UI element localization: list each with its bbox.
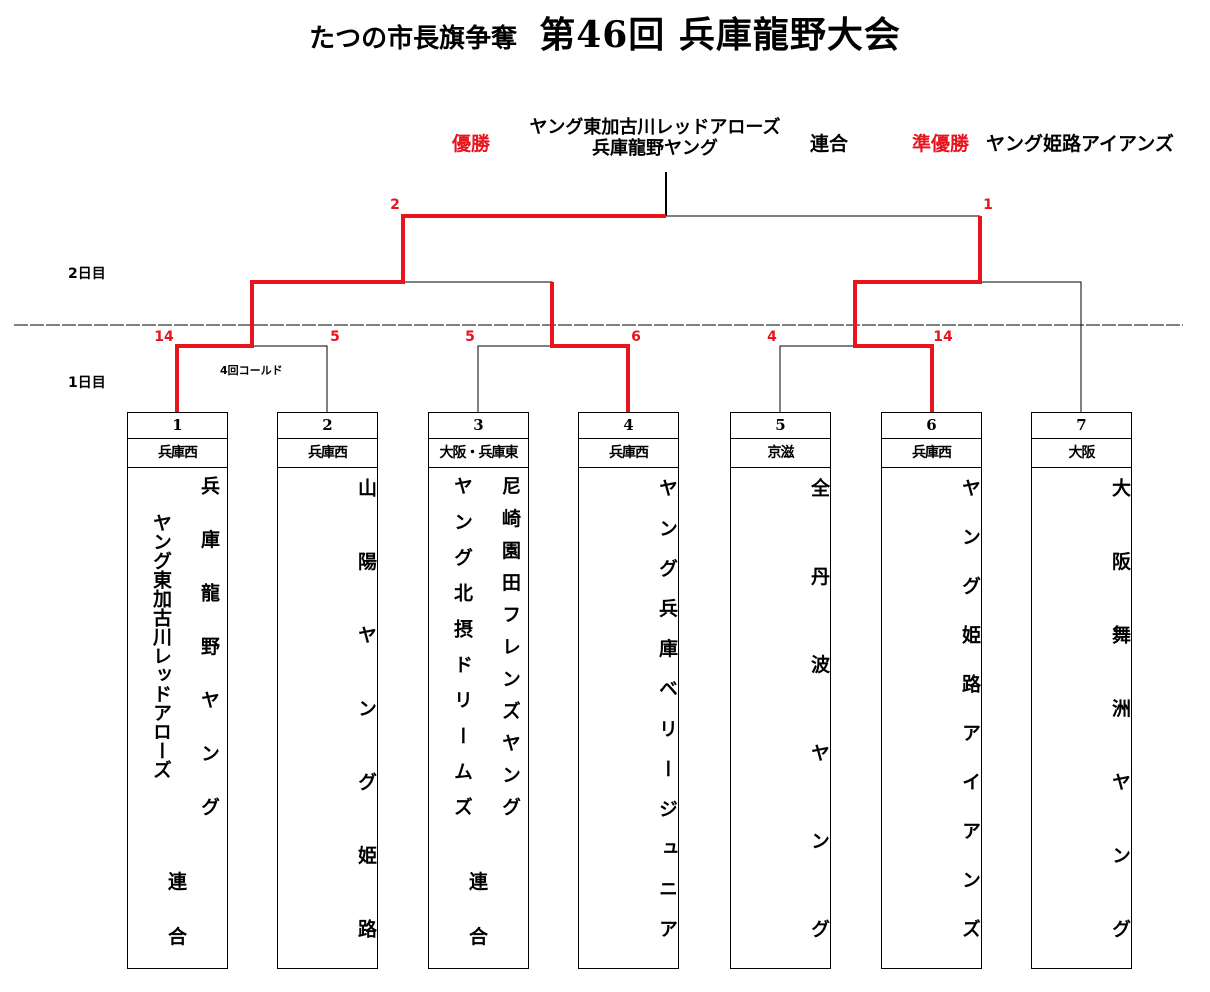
champion-label: 優勝 — [452, 133, 491, 155]
team-name-right: 尼崎園田フレンズヤング — [499, 476, 521, 816]
team-number: 6 — [882, 413, 981, 439]
score-r1b-right: 6 — [631, 329, 641, 345]
team-number: 1 — [128, 413, 227, 439]
day2-label: 2日目 — [68, 266, 106, 282]
team-region: 兵庫西 — [278, 439, 377, 468]
r1b-loser-line — [477, 345, 552, 413]
r1c-loser-line — [779, 345, 855, 413]
team-names: 山陽ヤング姫路 — [278, 468, 377, 968]
team-names: 全丹波ヤング — [731, 468, 830, 968]
team-region: 兵庫西 — [128, 439, 227, 468]
score-r1c-left: 4 — [767, 329, 777, 345]
team-box-5: 5 京滋 全丹波ヤング — [730, 412, 831, 969]
tournament-subtitle: たつの市長旗争奪 — [309, 24, 518, 54]
team-names: ヤング姫路アイアンズ — [882, 468, 981, 968]
team-box-1: 1 兵庫西 ヤング東加古川レッドアローズ 兵庫龍野ヤング 連 合 — [127, 412, 228, 969]
team-names: ヤング兵庫ベリージュニア — [579, 468, 678, 968]
team-number: 3 — [429, 413, 528, 439]
champion-team-line1: ヤング東加古川レッドアローズ — [529, 117, 781, 138]
team-box-6: 6 兵庫西 ヤング姫路アイアンズ — [881, 412, 982, 969]
page-title: たつの市長旗争奪 第46回 兵庫龍野大会 — [0, 6, 1210, 66]
score-r1b-left: 5 — [465, 329, 475, 345]
team-number: 2 — [278, 413, 377, 439]
team-region: 大阪 — [1032, 439, 1131, 468]
team-name-left: ヤング北摂ドリームズ — [451, 476, 473, 816]
team-number: 5 — [731, 413, 830, 439]
champion-team: ヤング東加古川レッドアローズ 兵庫龍野ヤング — [510, 117, 800, 159]
team-names: ヤング東加古川レッドアローズ 兵庫龍野ヤング 連 合 — [128, 468, 227, 968]
runner-up-team: ヤング姫路アイアンズ — [986, 133, 1174, 155]
team-number: 4 — [579, 413, 678, 439]
r1a-loser-line — [252, 345, 328, 413]
called-game-note: 4回コールド — [220, 364, 283, 377]
team-region: 兵庫西 — [579, 439, 678, 468]
score-final-left: 2 — [390, 197, 400, 213]
team-name: ヤング兵庫ベリージュニア — [656, 478, 678, 938]
team-region: 兵庫西 — [882, 439, 981, 468]
team-name-left: ヤング東加古川レッドアローズ — [150, 513, 172, 779]
team-box-3: 3 大阪・兵庫東 ヤング北摂ドリームズ 尼崎園田フレンズヤング 連 合 — [428, 412, 529, 969]
tournament-title: 第46回 兵庫龍野大会 — [539, 14, 901, 56]
team-names: ヤング北摂ドリームズ 尼崎園田フレンズヤング 連 合 — [429, 468, 528, 968]
team-region: 大阪・兵庫東 — [429, 439, 528, 468]
day1-label: 1日目 — [68, 375, 106, 391]
r2b-loser-line — [980, 281, 1082, 413]
team-box-2: 2 兵庫西 山陽ヤング姫路 — [277, 412, 378, 969]
score-r1a-right: 5 — [330, 329, 340, 345]
team-suffix-2: 合 — [468, 926, 488, 948]
runner-up-path-line — [853, 216, 982, 413]
team-name: 大阪舞洲ヤング — [1109, 478, 1131, 938]
champion-suffix: 連合 — [810, 133, 849, 155]
champion-path-line — [175, 214, 666, 413]
score-r1a-left: 14 — [154, 329, 174, 345]
team-name-right: 兵庫龍野ヤング — [198, 476, 220, 816]
champion-team-line2: 兵庫龍野ヤング — [592, 138, 718, 159]
team-box-7: 7 大阪 大阪舞洲ヤング — [1031, 412, 1132, 969]
team-name: 全丹波ヤング — [808, 478, 830, 938]
runner-up-label: 準優勝 — [912, 133, 970, 155]
team-names: 大阪舞洲ヤング — [1032, 468, 1131, 968]
r1b-winner-line — [550, 282, 630, 413]
team-box-4: 4 兵庫西 ヤング兵庫ベリージュニア — [578, 412, 679, 969]
score-r1c-right: 14 — [933, 329, 953, 345]
team-suffix-1: 連 — [468, 871, 488, 893]
team-suffix-1: 連 — [167, 871, 187, 893]
score-final-right: 1 — [983, 197, 993, 213]
team-name: 山陽ヤング姫路 — [355, 478, 377, 938]
team-number: 7 — [1032, 413, 1131, 439]
team-name: ヤング姫路アイアンズ — [959, 478, 981, 938]
team-region: 京滋 — [731, 439, 830, 468]
team-suffix-2: 合 — [167, 926, 187, 948]
